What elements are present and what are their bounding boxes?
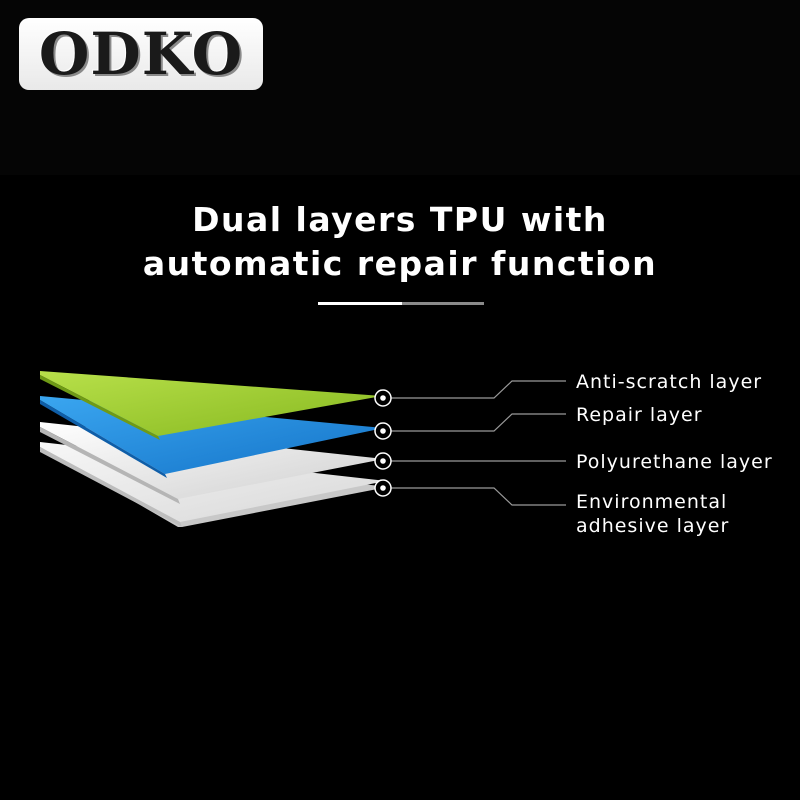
marker-repair-icon — [374, 422, 392, 440]
marker-anti-scratch-icon — [374, 389, 392, 407]
label-anti-scratch: Anti-scratch layer — [576, 371, 762, 393]
headline-line-2: automatic repair function — [142, 244, 658, 283]
label-repair: Repair layer — [576, 404, 703, 426]
divider-grey-segment — [402, 302, 484, 305]
leader-lines — [390, 380, 566, 506]
marker-polyurethane-icon — [374, 452, 392, 470]
brand-logo: ODKO — [19, 18, 263, 90]
leader-line-adhesive — [390, 487, 566, 506]
anti-scratch-sheet — [40, 371, 382, 440]
leader-line-anti-scratch — [390, 380, 566, 399]
brand-logo-text: ODKO — [38, 20, 244, 88]
label-polyurethane: Polyurethane layer — [576, 451, 773, 473]
headline-line-1: Dual layers TPU with — [192, 200, 608, 239]
headline: Dual layers TPU with automatic repair fu… — [0, 198, 800, 286]
label-adhesive-line-1: Environmental — [576, 491, 727, 513]
label-adhesive-line-2: adhesive layer — [576, 515, 729, 537]
divider-white-segment — [318, 302, 402, 305]
marker-adhesive-icon — [374, 479, 392, 497]
leader-line-repair — [390, 413, 566, 432]
